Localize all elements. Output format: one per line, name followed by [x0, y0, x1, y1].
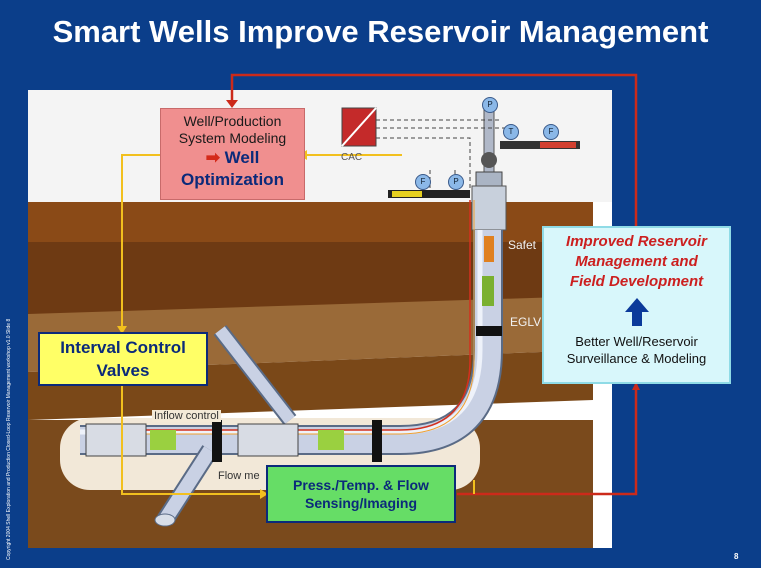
feedback-red-loop — [230, 73, 638, 496]
irm-line3: Field Development — [569, 273, 704, 290]
inflow-control-label: Inflow control — [152, 410, 221, 422]
downhole-tool-2 — [237, 423, 299, 457]
well-optimization-word1: Well — [224, 148, 260, 167]
safety-valve — [484, 236, 494, 262]
surface-pipe-left — [388, 190, 470, 198]
well-optimization-heading: ➡ Well — [161, 147, 304, 169]
interval-control-valves-box: Interval Control Valves — [38, 332, 208, 386]
ptf-line2: Sensing/Imaging — [304, 495, 417, 511]
icv-line2: Valves — [96, 361, 150, 380]
downhole-tool-1 — [85, 423, 147, 457]
well-optimization-word2: Optimization — [181, 170, 284, 189]
packer-2 — [372, 420, 382, 462]
valve-1 — [150, 430, 176, 450]
pressure-gauge-top-icon: P — [482, 97, 498, 113]
well-pipe — [80, 230, 501, 453]
wpsm-line1: Well/Production — [183, 113, 282, 129]
pressure-gauge-left-icon: P — [448, 174, 464, 190]
flow-gauge-right-icon: F — [543, 124, 559, 140]
cac-label: CAC — [341, 152, 363, 163]
up-arrow-icon — [624, 298, 649, 326]
irm-line4: Better Well/Reservoir — [575, 334, 698, 349]
earth-layer-1 — [28, 202, 593, 242]
irm-line1: Improved Reservoir — [566, 233, 707, 250]
irm-heading: Improved Reservoir Management and Field … — [544, 232, 729, 292]
irm-line2: Management and — [575, 253, 698, 270]
wpsm-line2: System Modeling — [178, 130, 287, 146]
packer-3 — [476, 326, 502, 336]
irm-surveillance: Better Well/Reservoir Surveillance & Mod… — [544, 333, 729, 367]
wellhead-valve — [481, 152, 497, 168]
ptf-line1: Press./Temp. & Flow — [293, 477, 429, 493]
feedback-yellow-left — [121, 154, 160, 330]
well-production-modeling-box: Well/Production System Modeling ➡ Well O… — [160, 108, 305, 200]
icv-line1: Interval Control — [60, 338, 186, 357]
eglv-valve — [482, 276, 494, 306]
flow-gauge-left-icon: F — [415, 174, 431, 190]
feedback-yellow-bottom — [121, 386, 264, 495]
flow-meter-label: Flow me — [218, 470, 260, 482]
copyright-text: Copyright 2004 Shell Exploration and Pro… — [6, 318, 12, 560]
valve-2 — [318, 430, 344, 450]
page-number: 8 — [734, 552, 739, 561]
irm-line5: Surveillance & Modeling — [566, 351, 707, 366]
improved-reservoir-management-box: Improved Reservoir Management and Field … — [542, 226, 731, 384]
safety-valve-label: Safet — [508, 238, 537, 252]
casing-top — [471, 185, 507, 231]
eglv-label: EGLV — [510, 315, 542, 329]
sensing-imaging-box: Press./Temp. & Flow Sensing/Imaging — [266, 465, 456, 523]
right-arrow-icon: ➡ — [205, 148, 220, 167]
packer-1 — [212, 420, 222, 462]
temperature-gauge-icon: T — [503, 124, 519, 140]
slide-title: Smart Wells Improve Reservoir Management — [52, 14, 709, 49]
